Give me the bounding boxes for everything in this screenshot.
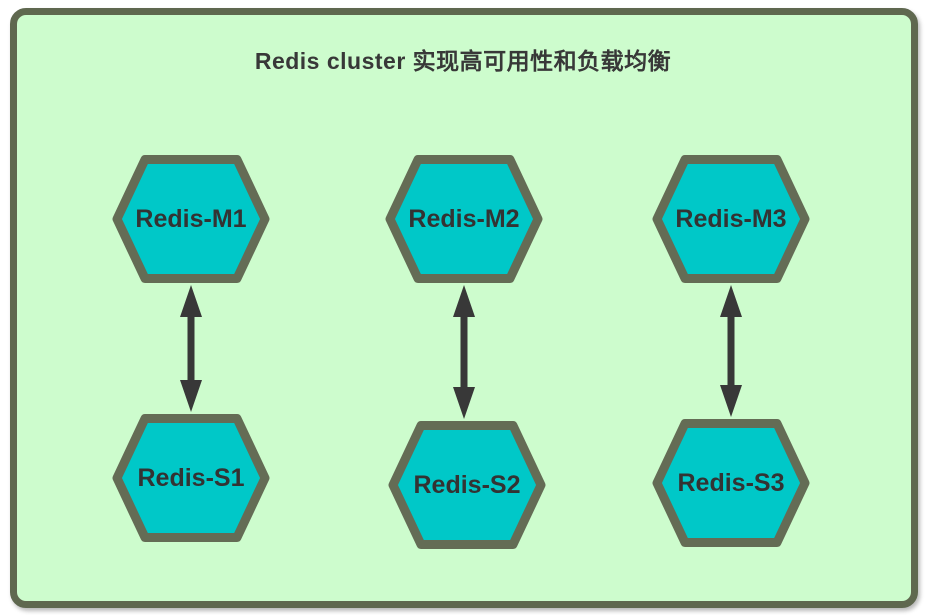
hexagon-shape [652, 155, 810, 283]
node-label: Redis-M2 [408, 204, 520, 233]
hexagon-shape [385, 155, 543, 283]
hexagon-shape [388, 421, 546, 549]
node-redis-m1[interactable]: Redis-M1 [112, 154, 270, 284]
hexagon-shape [112, 414, 270, 542]
diagram-title: Redis cluster 实现高可用性和负载均衡 [254, 48, 672, 74]
edge-m2-s2-double-arrow-icon [453, 285, 475, 419]
node-label: Redis-M1 [135, 204, 247, 233]
node-label: Redis-S1 [137, 463, 245, 492]
edge-m1-s1-double-arrow-icon [180, 285, 202, 412]
node-label: Redis-S3 [677, 468, 785, 497]
node-redis-s1[interactable]: Redis-S1 [112, 413, 270, 543]
node-redis-s3[interactable]: Redis-S3 [652, 418, 810, 548]
node-redis-m3[interactable]: Redis-M3 [652, 154, 810, 284]
hexagon-shape [112, 155, 270, 283]
node-redis-m2[interactable]: Redis-M2 [385, 154, 543, 284]
node-label: Redis-S2 [413, 470, 521, 499]
node-label: Redis-M3 [675, 204, 787, 233]
node-redis-s2[interactable]: Redis-S2 [388, 420, 546, 550]
edge-m3-s3-double-arrow-icon [720, 285, 742, 417]
hexagon-shape [652, 419, 810, 547]
